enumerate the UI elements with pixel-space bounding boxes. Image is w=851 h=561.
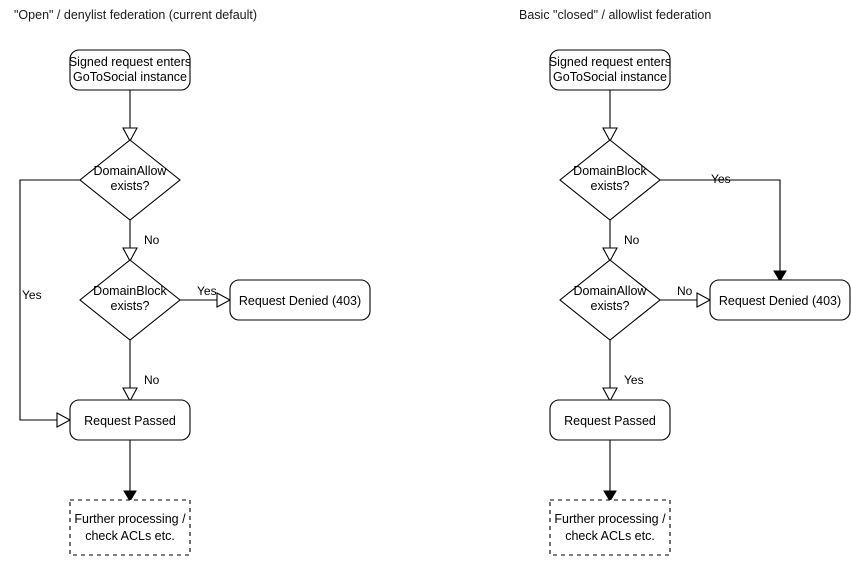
further-processing-label-line1: Further processing / <box>554 512 666 526</box>
request-passed-label: Request Passed <box>84 414 176 428</box>
edge-start-to-decision1-right <box>602 90 618 143</box>
request-denied-label: Request Denied (403) <box>239 294 361 308</box>
edge-decision1-yes-right: Yes <box>660 172 787 282</box>
node-request-denied-left: Request Denied (403) <box>229 279 371 321</box>
edge-label-decision2-yes: Yes <box>624 373 644 387</box>
node-request-passed-left: Request Passed <box>69 399 191 441</box>
edge-label-decision1-yes: Yes <box>711 172 731 186</box>
arrowhead-filled-icon <box>603 490 617 502</box>
decision1-label-line1: DomainAllow <box>94 164 168 178</box>
decision2-label-line1: DomainBlock <box>93 284 167 298</box>
node-further-processing-right: Further processing / check ACLs etc. <box>549 499 671 556</box>
arrowhead-filled-icon <box>773 270 787 282</box>
decision1-label-line2: exists? <box>111 179 150 193</box>
arrowhead-open-icon <box>216 292 232 308</box>
request-passed-label: Request Passed <box>564 414 656 428</box>
decision2-label-line2: exists? <box>111 299 150 313</box>
edge-passed-to-further-right <box>603 440 617 502</box>
decision1-label-line1: DomainBlock <box>573 164 647 178</box>
edge-decision2-yes-right: Yes <box>602 340 644 403</box>
edge-decision2-no-left: No <box>122 340 160 403</box>
node-start-right: Signed request enters GoToSocial instanc… <box>549 49 671 91</box>
arrowhead-filled-icon <box>123 490 137 502</box>
column-open-denylist: "Open" / denylist federation (current de… <box>14 8 371 556</box>
further-processing-box-shape <box>69 499 191 556</box>
edge-decision1-no-right: No <box>602 220 640 263</box>
start-box-label-line2: GoToSocial instance <box>553 70 667 84</box>
node-request-denied-right: Request Denied (403) <box>709 279 851 321</box>
column-title-open-denylist: "Open" / denylist federation (current de… <box>14 8 257 22</box>
edge-label-decision2-no: No <box>144 373 160 387</box>
edge-label-decision1-no: No <box>144 233 160 247</box>
further-processing-box-shape <box>549 499 671 556</box>
further-processing-label-line2: check ACLs etc. <box>85 529 175 543</box>
arrowhead-open-icon <box>122 247 138 263</box>
further-processing-label-line2: check ACLs etc. <box>565 529 655 543</box>
edge-passed-to-further-left <box>123 440 137 502</box>
request-denied-box-shape <box>229 279 371 321</box>
edge-label-decision2-yes: Yes <box>197 284 217 298</box>
node-further-processing-left: Further processing / check ACLs etc. <box>69 499 191 556</box>
node-decision-domainblock-right: DomainBlock exists? <box>559 139 661 221</box>
decision2-label-line2: exists? <box>591 299 630 313</box>
node-start-left: Signed request enters GoToSocial instanc… <box>69 49 191 91</box>
arrowhead-open-icon <box>122 127 138 143</box>
edge-decision1-yes-left: Yes <box>19 179 80 428</box>
arrowhead-open-icon <box>602 127 618 143</box>
node-request-passed-right: Request Passed <box>549 399 671 441</box>
further-processing-label-line1: Further processing / <box>74 512 186 526</box>
node-decision-domainblock-left: DomainBlock exists? <box>79 259 181 341</box>
edge-decision2-yes-left: Yes <box>180 284 232 308</box>
edge-start-to-decision1-left <box>122 90 138 143</box>
edge-label-decision1-no: No <box>624 233 640 247</box>
edge-decision1-no-left: No <box>122 220 160 263</box>
start-box-label-line1: Signed request enters <box>69 55 191 69</box>
arrowhead-open-icon <box>56 412 72 428</box>
column-title-closed-allowlist: Basic "closed" / allowlist federation <box>519 8 711 22</box>
request-denied-box-shape <box>709 279 851 321</box>
node-decision-domainallow-right: DomainAllow exists? <box>559 259 661 341</box>
edge-label-decision2-no: No <box>677 284 693 298</box>
start-box-label-line2: GoToSocial instance <box>73 70 187 84</box>
start-box-label-line1: Signed request enters <box>549 55 671 69</box>
request-denied-label: Request Denied (403) <box>719 294 841 308</box>
node-decision-domainallow-left: DomainAllow exists? <box>79 139 181 221</box>
edge-label-decision1-yes: Yes <box>22 288 42 302</box>
arrowhead-open-icon <box>696 292 712 308</box>
decision1-label-line2: exists? <box>591 179 630 193</box>
arrowhead-open-icon <box>122 387 138 403</box>
decision2-label-line1: DomainAllow <box>574 284 648 298</box>
arrowhead-open-icon <box>602 387 618 403</box>
column-closed-allowlist: Basic "closed" / allowlist federation Si… <box>519 8 851 556</box>
arrowhead-open-icon <box>602 247 618 263</box>
edge-decision2-no-right: No <box>660 284 712 308</box>
